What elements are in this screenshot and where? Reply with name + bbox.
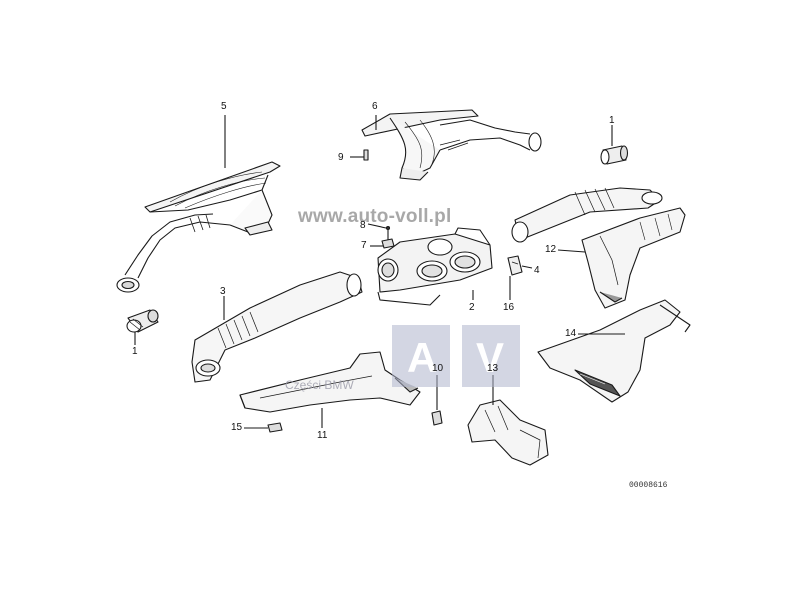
part-6-duct — [361, 109, 542, 181]
callout-9: 9 — [338, 152, 344, 163]
callout-11: 11 — [317, 430, 328, 441]
callout-4: 4 — [534, 265, 540, 276]
part-14-duct — [537, 299, 691, 403]
part-1-sleeve-top — [600, 145, 629, 165]
part-5-duct — [116, 161, 281, 293]
part-10-block — [431, 410, 443, 426]
callout-16: 16 — [503, 302, 515, 313]
callout-8: 8 — [360, 220, 366, 231]
part-3-duct — [191, 271, 363, 383]
part-12-duct — [581, 207, 686, 309]
catalog-number: 00008616 — [629, 481, 668, 490]
leader-4 — [521, 265, 533, 269]
watermark-logo-letter-a: A — [407, 334, 438, 381]
watermark-url: www.auto-voll.pl — [298, 206, 452, 227]
leader-8 — [367, 223, 387, 229]
part-13-duct — [467, 399, 549, 466]
part-16-clip — [507, 255, 523, 276]
callout-1-top: 1 — [609, 115, 615, 126]
watermark-logo-letter-v: V — [476, 334, 505, 381]
part-7-clip — [381, 225, 395, 249]
watermark-subtitle: Części BMW — [285, 378, 354, 392]
part-1-sleeve-left — [126, 309, 159, 333]
part-11-duct — [239, 351, 421, 413]
part-15-clip — [267, 422, 283, 433]
callout-14: 14 — [565, 328, 577, 339]
watermark-logo-box-v — [462, 325, 520, 387]
callout-10: 10 — [432, 363, 444, 374]
callout-6: 6 — [372, 101, 378, 112]
part-2-distributor — [377, 227, 493, 306]
callout-7: 7 — [361, 240, 367, 251]
leader-12 — [557, 249, 586, 253]
callout-1-left: 1 — [132, 346, 138, 357]
callout-15: 15 — [231, 422, 243, 433]
part-upper-right-duct — [511, 187, 663, 243]
callout-12: 12 — [545, 244, 557, 255]
callout-13: 13 — [487, 363, 499, 374]
callout-2: 2 — [469, 302, 475, 313]
watermark-logo-box-a — [392, 325, 450, 387]
callout-3: 3 — [220, 286, 226, 297]
callout-5: 5 — [221, 101, 227, 112]
part-9-screw — [363, 149, 369, 161]
